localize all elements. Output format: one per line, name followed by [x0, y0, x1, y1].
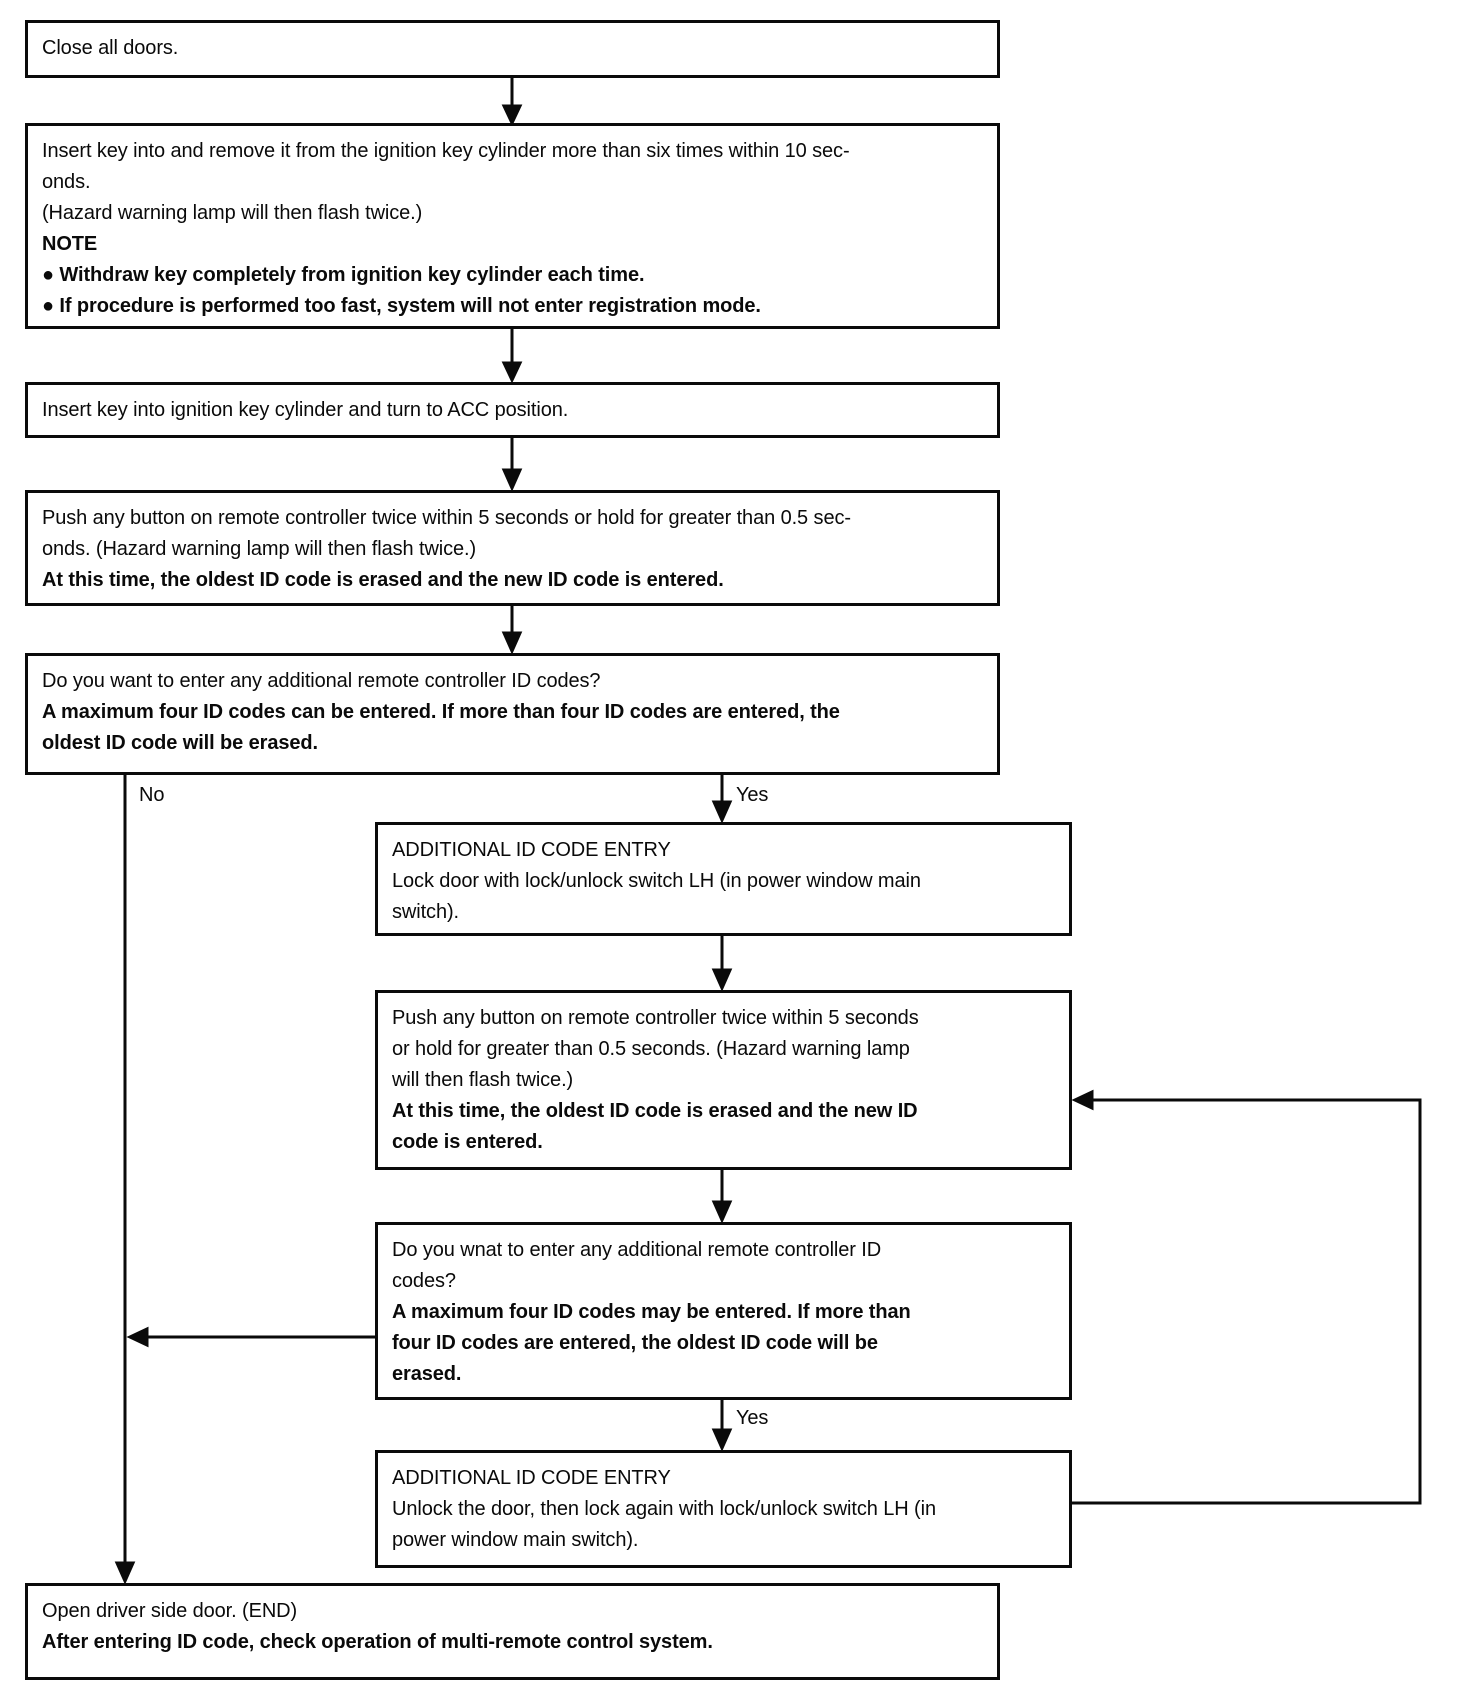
flow-text: A maximum four ID codes may be entered. … [392, 1301, 911, 1323]
flow-text: ADDITIONAL ID CODE ENTRY [392, 839, 671, 861]
flow-text: four ID codes are entered, the oldest ID… [392, 1332, 878, 1354]
flow-text: Push any button on remote controller twi… [392, 1007, 919, 1029]
flow-text: Push any button on remote controller twi… [42, 507, 851, 529]
flow-text: Insert key into ignition key cylinder an… [42, 399, 569, 421]
flow-box-push-button-first: Push any button on remote controller twi… [25, 490, 1000, 606]
flow-text: Lock door with lock/unlock switch LH (in… [392, 870, 921, 892]
arrowhead-lock-to-push2 [711, 968, 733, 992]
flow-box-close-doors: Close all doors. [25, 20, 1000, 78]
flow-text: will then flash twice.) [392, 1069, 574, 1091]
connector-feedback-loop [1072, 1098, 1422, 1505]
flow-text: Open driver side door. (END) [42, 1600, 298, 1622]
flow-box-additional-prompt-second: Do you wnat to enter any additional remo… [375, 1222, 1072, 1400]
flow-text: codes? [392, 1270, 456, 1292]
branch-label-yes-second: Yes [736, 1407, 769, 1429]
arrowhead-no-branch [114, 1561, 136, 1585]
flow-text: power window main switch). [392, 1529, 639, 1551]
arrowhead-close-to-insert [501, 104, 523, 127]
flow-text-note: NOTE [42, 233, 98, 255]
flow-text: erased. [392, 1363, 462, 1385]
flow-text: (Hazard warning lamp will then flash twi… [42, 202, 423, 224]
flow-text: At this time, the oldest ID code is eras… [42, 569, 724, 591]
flow-text: After entering ID code, check operation … [42, 1631, 713, 1653]
flow-text: ADDITIONAL ID CODE ENTRY [392, 1467, 671, 1489]
arrowhead-insert-to-acc [501, 361, 523, 384]
flow-box-additional-prompt-first: Do you want to enter any additional remo… [25, 653, 1000, 775]
flow-text-bullet: ● If procedure is performed too fast, sy… [42, 295, 761, 317]
flow-text: Close all doors. [42, 37, 179, 59]
flow-text: Unlock the door, then lock again with lo… [392, 1498, 936, 1520]
flow-box-open-door-end: Open driver side door. (END) After enter… [25, 1583, 1000, 1680]
branch-label-no: No [139, 784, 165, 806]
flow-box-id-entry-lock: ADDITIONAL ID CODE ENTRY Lock door with … [375, 822, 1072, 936]
flow-text: switch). [392, 901, 459, 923]
flow-text: oldest ID code will be erased. [42, 732, 318, 754]
branch-label-yes-first: Yes [736, 784, 769, 806]
flow-text: A maximum four ID codes can be entered. … [42, 701, 840, 723]
flow-text: Do you want to enter any additional remo… [42, 670, 601, 692]
flow-box-insert-remove-key: Insert key into and remove it from the i… [25, 123, 1000, 329]
flow-text: Insert key into and remove it from the i… [42, 140, 850, 162]
arrowhead-yes-first [711, 800, 733, 824]
arrowhead-feedback-loop [1071, 1089, 1094, 1111]
flow-text: or hold for greater than 0.5 seconds. (H… [392, 1038, 910, 1060]
arrowhead-prompt2-no-left [126, 1326, 149, 1348]
flow-text: At this time, the oldest ID code is eras… [392, 1100, 918, 1122]
flow-text: code is entered. [392, 1131, 543, 1153]
flow-text: Do you wnat to enter any additional remo… [392, 1239, 882, 1261]
flow-box-push-button-second: Push any button on remote controller twi… [375, 990, 1072, 1170]
arrowhead-push2-to-prompt2 [711, 1200, 733, 1224]
arrowhead-yes-second [711, 1428, 733, 1452]
flow-text-bullet: ● Withdraw key completely from ignition … [42, 264, 645, 286]
flow-box-acc-position: Insert key into ignition key cylinder an… [25, 382, 1000, 438]
arrowhead-push-to-prompt [501, 631, 523, 655]
flow-text: onds. (Hazard warning lamp will then fla… [42, 538, 477, 560]
flow-text: onds. [42, 171, 91, 193]
arrowhead-acc-to-push [501, 468, 523, 492]
flow-box-id-entry-unlock: ADDITIONAL ID CODE ENTRY Unlock the door… [375, 1450, 1072, 1568]
